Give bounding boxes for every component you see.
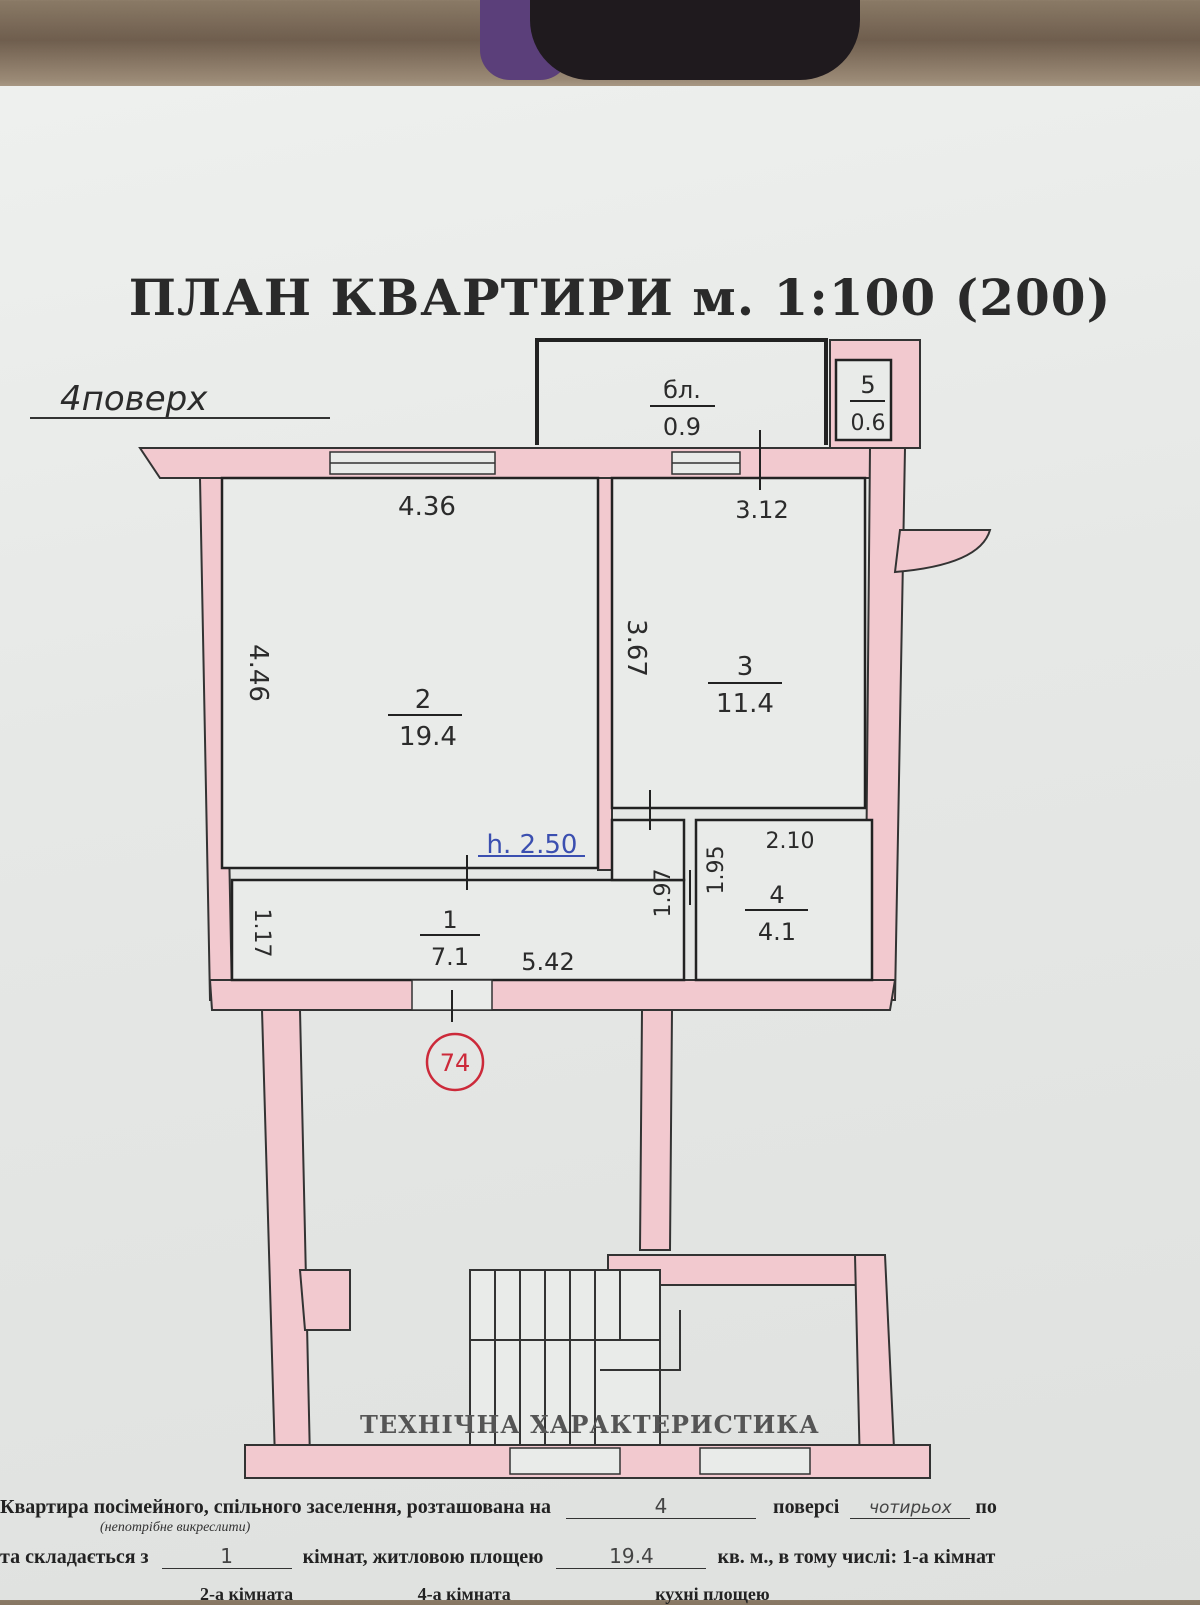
form-line-2: та складається з 1 кімнат, житловою площ…: [0, 1544, 995, 1569]
form-line-1: Квартира посімейного, спільного заселенн…: [0, 1494, 997, 1519]
wall-bump: [893, 529, 992, 574]
form-line-3-a: 2-а кімната: [200, 1584, 294, 1604]
room-1: [230, 878, 686, 982]
form-line-1-end: по: [975, 1496, 997, 1518]
form-floor-field: 4: [566, 1494, 757, 1519]
wall-internal-1: [597, 477, 613, 871]
wall-notch: [298, 1269, 351, 1331]
room-2: [220, 476, 600, 870]
form-area-field: 19.4: [556, 1544, 707, 1569]
wall-stair-left: [260, 1009, 312, 1461]
balcony-outline: [535, 338, 828, 445]
building-number-circle: [425, 1032, 485, 1092]
form-line-2-mid: кімнат, житловою площею: [302, 1546, 544, 1568]
window-stair-2: [699, 1447, 811, 1475]
window-stair-1: [509, 1447, 621, 1475]
form-floors-handwritten: чотирьох: [850, 1498, 971, 1519]
form-line-3-c: кухні площею: [655, 1584, 770, 1604]
background-object: [530, 0, 860, 80]
form-line-2-end: кв. м., в тому числі: 1-а кімнат: [717, 1546, 996, 1568]
room-3: [610, 476, 867, 810]
form-line-2-text: та складається з: [0, 1546, 149, 1568]
wall-bottom: [208, 979, 897, 1011]
staircase: [469, 1269, 681, 1446]
wall-stair-right: [853, 1254, 897, 1471]
form-line-1-text: Квартира посімейного, спільного заселенн…: [0, 1496, 552, 1518]
form-hint: (непотрібне викреслити): [100, 1520, 251, 1535]
wall-stair-middle: [638, 1009, 674, 1251]
form-line-3-b: 4-а кімната: [417, 1584, 511, 1604]
form-line-1-suffix: поверсі: [773, 1496, 840, 1518]
plan-title: ПЛАН КВАРТИРИ м. 1:100 (200): [128, 268, 1112, 327]
form-line-3: 2-а кімната 4-а кімната кухні площею: [0, 1584, 770, 1605]
room-4: [694, 818, 874, 982]
passage: [610, 818, 686, 882]
form-rooms-field: 1: [161, 1544, 292, 1569]
section-heading: ТЕХНІЧНА ХАРАКТЕРИСТИКА: [360, 1410, 820, 1439]
